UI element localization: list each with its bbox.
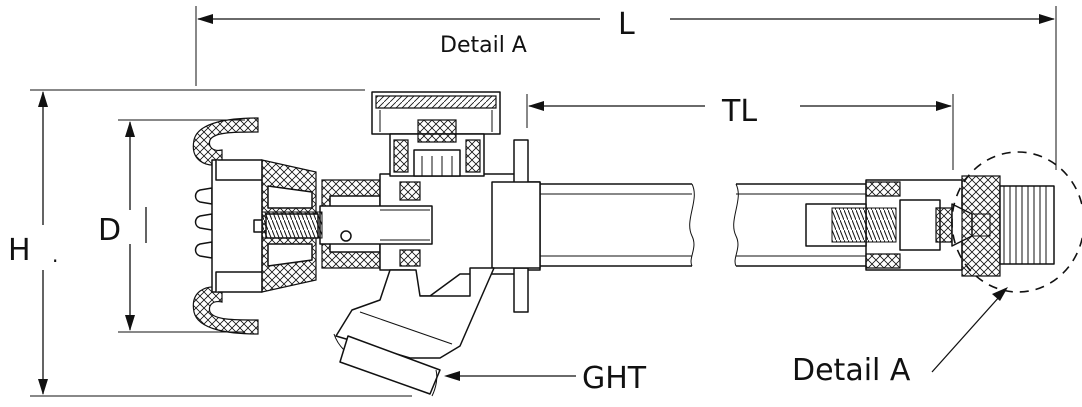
ght-leader — [444, 371, 576, 381]
dimension-d — [118, 119, 245, 333]
valve-end — [805, 175, 1055, 277]
dimension-tl — [526, 94, 954, 170]
label-detail-callout: Detail A — [792, 353, 911, 388]
label-h: H — [8, 233, 31, 268]
detail-a-leader — [931, 287, 1008, 373]
valve-body — [253, 139, 541, 313]
label-l: L — [618, 7, 635, 42]
hose-spout — [333, 267, 495, 397]
dimension-l — [195, 6, 1057, 170]
vacuum-breaker-cap — [371, 91, 501, 177]
label-ght: GHT — [582, 361, 647, 396]
label-tl: TL — [721, 94, 757, 129]
tube — [540, 183, 866, 267]
dimension-h — [30, 89, 412, 397]
label-detail-top: Detail A — [440, 33, 527, 58]
detail-circle — [951, 151, 1082, 293]
label-h-dot: . — [52, 243, 58, 267]
label-d: D — [98, 213, 121, 248]
